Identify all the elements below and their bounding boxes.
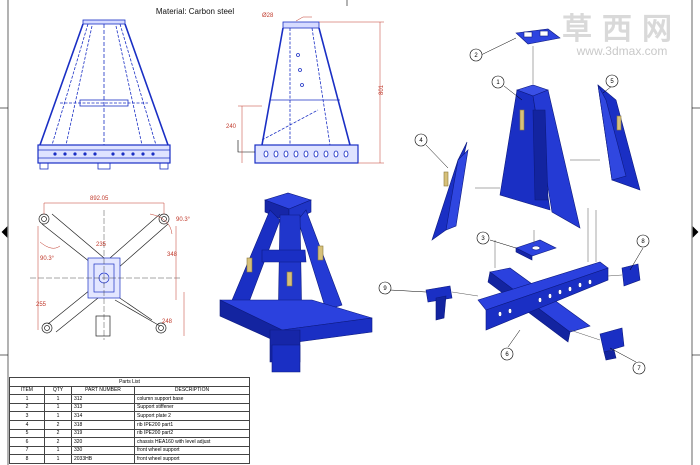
qty-cell: 1 xyxy=(44,445,72,456)
qty-cell: 1 xyxy=(44,394,72,404)
item-cell: 6 xyxy=(9,437,45,447)
balloon-2: 2 xyxy=(474,53,478,59)
qty-cell: 1 xyxy=(44,454,72,464)
description-cell: column support base xyxy=(134,394,250,404)
header-qty: QTY xyxy=(44,385,72,396)
side-view-dimensions xyxy=(238,16,384,164)
parts-list-table: Parts List ITEM QTY PART NUMBER DESCRIPT… xyxy=(9,377,250,464)
watermark-text: 草西网 xyxy=(562,12,682,47)
dim-d1: 235 xyxy=(96,242,107,248)
top-view-dimensions xyxy=(37,202,185,336)
dim-d2: 348 xyxy=(167,252,178,258)
part-number-cell: 2033HB xyxy=(71,454,135,464)
description-cell: Support plate 2 xyxy=(134,411,250,421)
balloon-circles xyxy=(378,48,650,375)
item-cell: 2 xyxy=(9,402,45,413)
part-number-cell: 330 xyxy=(71,445,135,456)
balloon-4: 4 xyxy=(419,138,423,144)
drawing-title: Material: Carbon steel xyxy=(155,7,235,16)
dim-diameter: Ø28 xyxy=(262,13,274,19)
parts-list-header-row: ITEM QTY PART NUMBER DESCRIPTION xyxy=(9,385,250,396)
description-cell: rib IPE200 part2 xyxy=(134,428,250,439)
balloon-1: 1 xyxy=(496,80,500,86)
balloon-6: 6 xyxy=(505,352,509,358)
item-cell: 1 xyxy=(9,394,45,404)
part-number-cell: 319 xyxy=(71,428,135,439)
qty-cell: 1 xyxy=(44,411,72,421)
item-cell: 4 xyxy=(9,419,45,430)
part-number-cell: 318 xyxy=(71,419,135,430)
balloon-8: 8 xyxy=(641,239,645,245)
top-view xyxy=(30,210,180,340)
exploded-view xyxy=(425,28,641,361)
dim-angle-right: 90.3° xyxy=(176,217,191,223)
part-number-cell: 314 xyxy=(71,411,135,421)
balloon-5: 5 xyxy=(610,79,614,85)
item-cell: 7 xyxy=(9,445,45,456)
dim-d4: 248 xyxy=(162,319,173,325)
balloon-9: 9 xyxy=(383,286,387,292)
dim-d3: 255 xyxy=(36,302,47,308)
watermark: 草西网 www.3dmax.com xyxy=(562,4,682,58)
description-cell: front wheel support xyxy=(134,454,250,464)
parts-list-caption-row: Parts List xyxy=(9,377,250,387)
qty-cell: 2 xyxy=(44,437,72,447)
header-description: DESCRIPTION xyxy=(134,385,250,396)
balloon-3: 3 xyxy=(481,236,485,242)
description-cell: rib IPE200 part1 xyxy=(134,419,250,430)
item-cell: 8 xyxy=(9,454,45,464)
parts-list-caption: Parts List xyxy=(9,377,250,387)
item-cell: 5 xyxy=(9,428,45,439)
qty-cell: 2 xyxy=(44,428,72,439)
balloon-leaders xyxy=(389,37,644,363)
dim-angle-left: 90.3° xyxy=(40,256,55,262)
side-view xyxy=(237,21,359,164)
header-item: ITEM xyxy=(9,385,45,396)
watermark-url: www.3dmax.com xyxy=(576,44,668,58)
part-number-cell: 320 xyxy=(71,437,135,447)
description-cell: chassis HEA160 with level adjust xyxy=(134,437,250,447)
item-cell: 3 xyxy=(9,411,45,421)
part-number-cell: 313 xyxy=(71,402,135,413)
dim-height: 801 xyxy=(379,84,385,95)
front-view xyxy=(37,19,171,170)
dim-lower: 240 xyxy=(226,124,237,130)
balloon-7: 7 xyxy=(637,366,641,372)
part-number-cell: 312 xyxy=(71,394,135,404)
qty-cell: 1 xyxy=(44,402,72,413)
description-cell: front wheel support xyxy=(134,445,250,456)
qty-cell: 2 xyxy=(44,419,72,430)
description-cell: Support stiffener xyxy=(134,402,250,413)
dim-width: 892.05 xyxy=(90,196,109,202)
iso-assembly xyxy=(219,192,373,373)
header-part-number: PART NUMBER xyxy=(71,385,135,396)
